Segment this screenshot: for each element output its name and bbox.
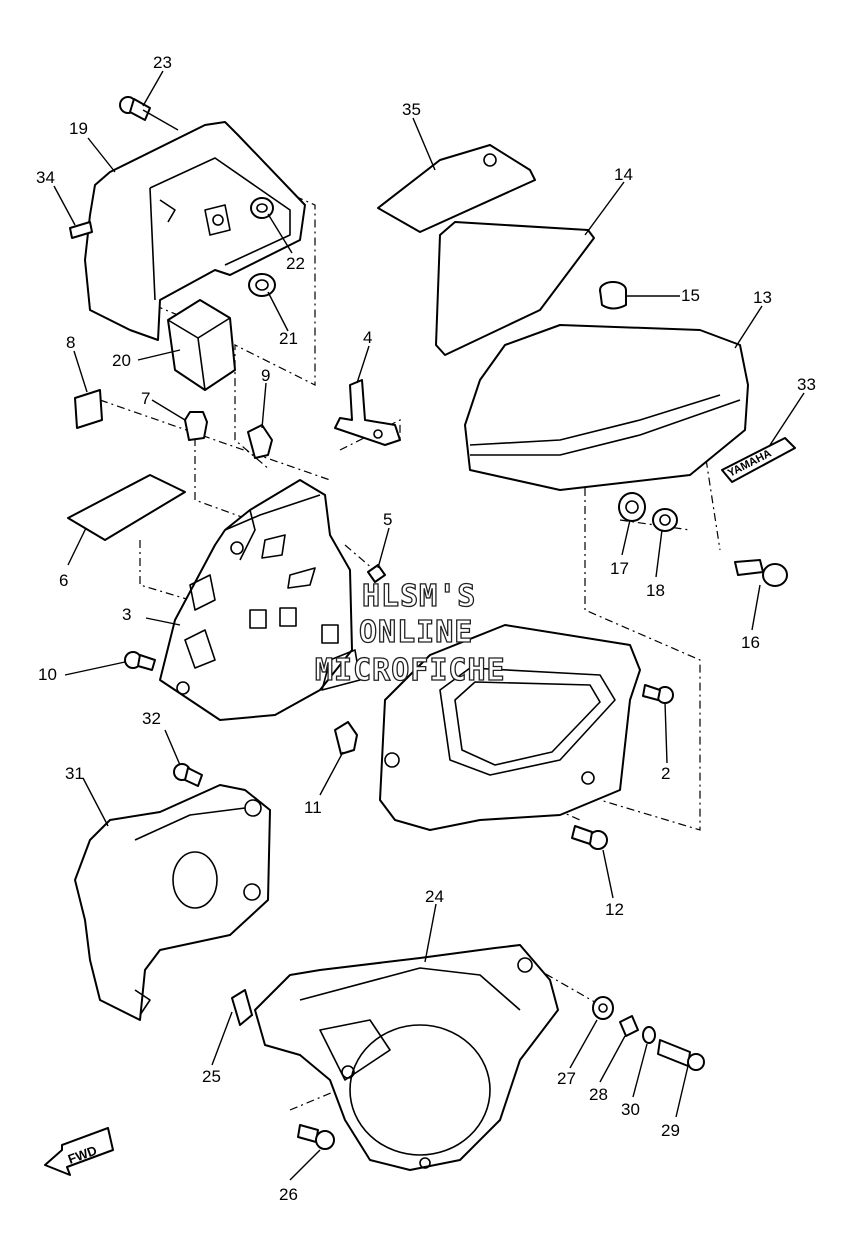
part-25-cap: [231, 989, 253, 1026]
part-34-tab: [69, 221, 93, 239]
callout-30: 30: [621, 1100, 640, 1119]
part-12-bolt: [571, 825, 608, 850]
watermark-line-2: ONLINE: [359, 615, 473, 650]
callout-31: 31: [65, 764, 84, 783]
part-6-sheet: [67, 474, 186, 541]
part-7-cap: [184, 411, 208, 441]
callout-35: 35: [402, 100, 421, 119]
part-19-upper-cover: [84, 121, 306, 341]
callout-26: 26: [279, 1185, 298, 1204]
part-10-bolt: [124, 651, 156, 671]
part-8-pad: [74, 389, 103, 429]
part-23-bolt: [119, 96, 151, 121]
callout-25: 25: [202, 1067, 221, 1086]
callout-11: 11: [304, 798, 322, 817]
part-29-bolt: [657, 1039, 705, 1071]
part-26-bolt: [297, 1124, 335, 1150]
fwd-arrow-icon: FWD: [44, 1127, 114, 1176]
part-35-pad: [377, 144, 536, 233]
callout-17: 17: [610, 559, 629, 578]
part-32-bolt: [173, 763, 203, 787]
part-13-side-cover: [464, 324, 749, 491]
watermark-line-3: MICROFICHE: [315, 653, 506, 688]
part-24-cover: [254, 944, 559, 1171]
callout-13: 13: [753, 288, 772, 307]
part-17-nut: [618, 492, 646, 522]
callout-6: 6: [59, 571, 68, 590]
part-27-grommet: [592, 996, 614, 1020]
callout-10: 10: [38, 665, 57, 684]
part-31-cover: [74, 784, 271, 1021]
callout-19: 19: [69, 119, 88, 138]
watermark: HLSM'S ONLINE MICROFICHE: [314, 578, 506, 688]
callout-23: 23: [153, 53, 172, 72]
callout-33: 33: [797, 375, 816, 394]
part-2-bolt: [642, 684, 674, 704]
callout-22: 22: [286, 254, 305, 273]
part-air-box: [379, 624, 641, 831]
callout-2: 2: [661, 764, 670, 783]
part-11-clip: [334, 721, 358, 755]
part-20-block: [167, 299, 236, 391]
part-3-box: [159, 479, 361, 721]
part-14-panel: [435, 221, 595, 356]
part-33-decal: YAMAHA: [721, 437, 796, 483]
part-15-grommet: [599, 281, 627, 310]
leader-lines: [53, 70, 805, 1181]
callout-34: 34: [36, 168, 55, 187]
callout-28: 28: [589, 1085, 608, 1104]
callout-29: 29: [661, 1121, 680, 1140]
callout-9: 9: [261, 366, 270, 385]
callout-labels: 23 19 34 35 14 22 15 13 21 20 8 4 9 7 33…: [36, 53, 816, 1204]
callout-16: 16: [741, 633, 760, 652]
callout-5: 5: [383, 510, 392, 529]
part-5-pin: [367, 564, 386, 583]
part-16-fastener: [734, 559, 788, 587]
callout-15: 15: [681, 286, 700, 305]
callout-3: 3: [122, 605, 131, 624]
callout-8: 8: [66, 333, 75, 352]
callout-12: 12: [605, 900, 624, 919]
callout-27: 27: [557, 1069, 576, 1088]
callout-21: 21: [279, 329, 298, 348]
watermark-line-1: HLSM'S: [362, 579, 476, 614]
callout-32: 32: [142, 709, 161, 728]
part-21-grommet: [248, 273, 276, 297]
part-18-bushing: [652, 508, 678, 532]
part-22-grommet: [250, 197, 274, 219]
part-9-clip: [247, 424, 273, 459]
callout-4: 4: [363, 328, 372, 347]
callout-7: 7: [141, 389, 150, 408]
callout-18: 18: [646, 581, 665, 600]
part-4-bracket: [334, 379, 401, 446]
part-30-washer: [642, 1026, 656, 1044]
callout-24: 24: [425, 887, 444, 906]
part-28-collar: [619, 1015, 639, 1037]
callout-14: 14: [614, 165, 633, 184]
callout-20: 20: [112, 351, 131, 370]
